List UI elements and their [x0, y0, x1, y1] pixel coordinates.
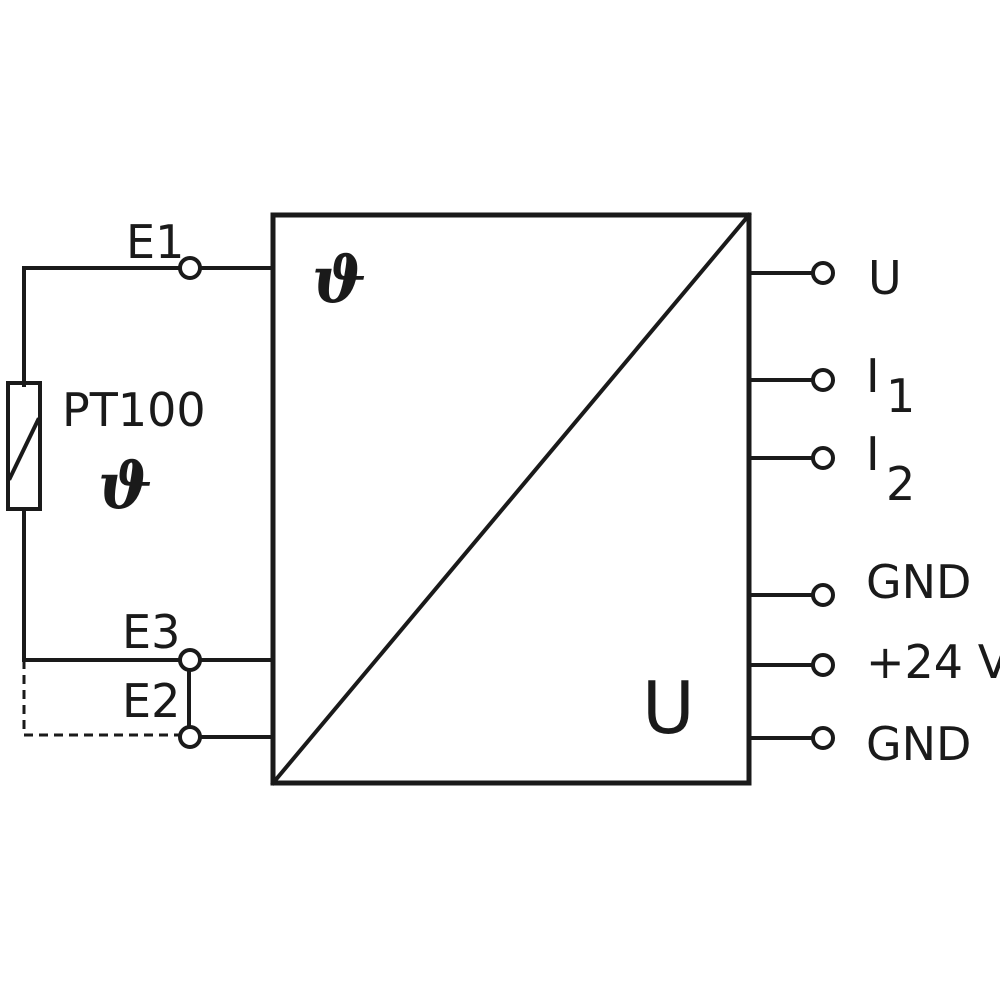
terminal-e2[interactable]: [178, 725, 202, 749]
terminal-e1[interactable]: [178, 256, 202, 280]
terminal-i1[interactable]: [811, 368, 835, 392]
label-e3: E3: [122, 605, 180, 659]
terminal-i2[interactable]: [811, 446, 835, 470]
terminal-24v[interactable]: [811, 653, 835, 677]
label-gnd1: GND: [866, 555, 971, 609]
output-wires: [747, 271, 814, 740]
input-terminal-circles: [178, 256, 202, 749]
label-u: U: [868, 251, 902, 305]
label-i2-main: I: [866, 427, 880, 481]
terminal-u[interactable]: [811, 261, 835, 285]
output-terminal-circles: [811, 261, 835, 750]
sensor-theta-symbol: ϑ: [98, 449, 152, 524]
converter-diagonal: [270, 212, 752, 786]
terminal-gnd1[interactable]: [811, 583, 835, 607]
converter-block: ϑ U: [270, 212, 752, 786]
label-i1-sub: 1: [886, 369, 915, 423]
label-gnd2: GND: [866, 717, 971, 771]
sensor-top-wire: [22, 266, 187, 387]
sensor-circuit: [6, 266, 191, 737]
label-i2-sub: 2: [886, 457, 915, 511]
converter-input-symbol: ϑ: [312, 243, 366, 318]
converter-output-symbol: U: [642, 666, 695, 750]
label-e2: E2: [122, 674, 180, 728]
label-e1: E1: [126, 215, 184, 269]
pt100-resistor-diagonal: [7, 417, 41, 481]
terminal-e3[interactable]: [178, 648, 202, 672]
terminal-gnd2[interactable]: [811, 726, 835, 750]
e2-dashed-bridge: [22, 660, 185, 737]
label-i1-main: I: [866, 349, 880, 403]
label-24v: +24 V: [866, 635, 1000, 689]
label-pt100: PT100: [62, 383, 206, 437]
